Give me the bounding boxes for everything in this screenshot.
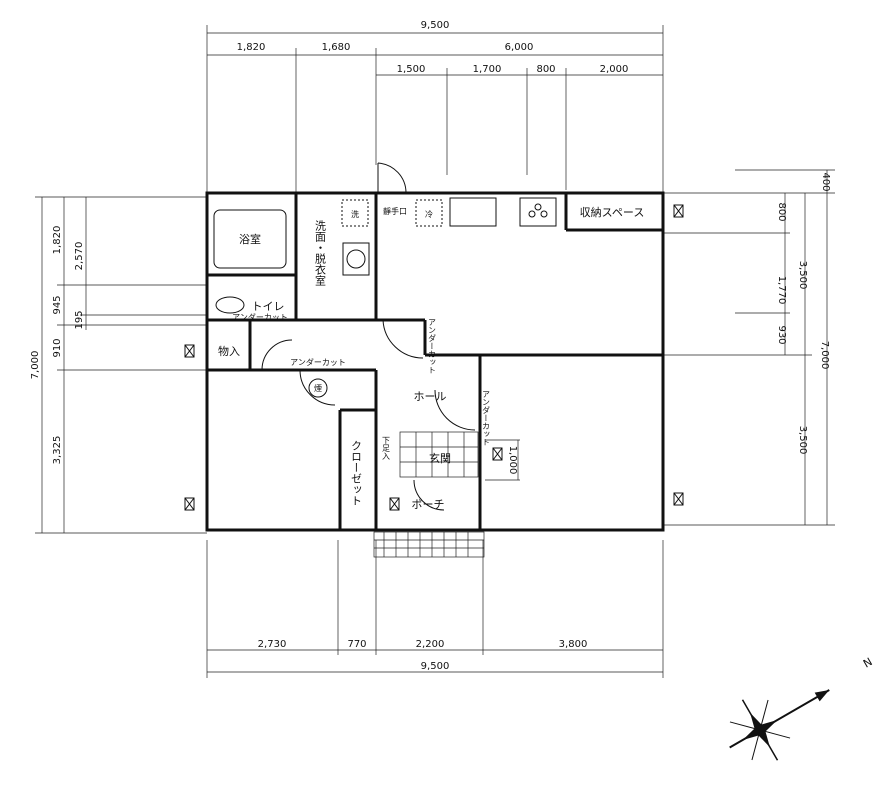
walls	[205, 191, 665, 532]
smoke-detector-icon	[308, 378, 328, 398]
room-porch: ポーチ	[412, 498, 445, 511]
dim-left: 945	[52, 295, 63, 314]
dim-right: 1,770	[776, 276, 787, 305]
dim-top: 1,500	[397, 64, 426, 75]
dim-top-total: 9,500	[421, 20, 450, 31]
undercut-label: アンダーカット	[232, 312, 288, 322]
dim-left: 910	[52, 338, 63, 357]
room-bath: 浴室	[239, 232, 261, 246]
undercut-label: アンダーカット	[290, 357, 346, 367]
dim-right-total: 7,000	[819, 341, 830, 370]
smoke-label: 煙	[314, 384, 322, 393]
dim-top: 1,680	[322, 42, 351, 53]
bathtub-icon	[213, 209, 287, 269]
room-genkan: 玄関	[429, 451, 451, 465]
dim-top: 2,000	[600, 64, 629, 75]
dim-genkan: 1,000	[507, 446, 518, 475]
dim-bottom: 2,730	[258, 639, 287, 650]
washbasin-icon	[342, 242, 370, 276]
dim-bottom-total: 9,500	[421, 661, 450, 672]
dim-top: 6,000	[505, 42, 534, 53]
undercut-label: アンダーカット	[428, 318, 437, 374]
toilet-icon	[215, 296, 245, 314]
doors	[261, 162, 476, 511]
room-hall: ホール	[414, 390, 447, 403]
dim-right: 400	[820, 172, 831, 191]
dim-left: 1,820	[52, 226, 63, 255]
fridge-label: 冷	[425, 209, 433, 219]
dim-left: 3,325	[52, 436, 63, 465]
top-dimensions	[206, 25, 664, 193]
dim-left: 195	[74, 310, 85, 329]
undercut-label: アンダーカット	[482, 390, 491, 446]
dim-top: 800	[536, 64, 555, 75]
dim-right: 930	[776, 325, 787, 344]
bottom-dimensions	[206, 540, 664, 678]
dim-bottom: 770	[347, 639, 366, 650]
stove-icon	[519, 197, 557, 227]
compass-icon	[729, 689, 830, 761]
fridge-space	[415, 199, 443, 227]
window-markers	[184, 204, 684, 511]
dim-top: 1,820	[237, 42, 266, 53]
room-washroom: 洗面・脱衣室	[314, 220, 327, 286]
dim-bottom: 2,200	[416, 639, 445, 650]
dim-right: 800	[776, 202, 787, 221]
porch-steps	[373, 531, 485, 558]
north-label: N	[861, 655, 875, 670]
washer-space	[341, 199, 369, 227]
room-toilet: トイレ	[252, 300, 285, 313]
dim-left: 2,570	[74, 242, 85, 271]
left-dimensions	[35, 196, 207, 534]
dim-top: 1,700	[473, 64, 502, 75]
hand-wash-label: 靜手口	[383, 206, 407, 216]
dim-right: 3,500	[797, 261, 808, 290]
sink-icon	[449, 197, 497, 227]
right-dimensions	[663, 169, 835, 526]
washer-label: 洗	[351, 209, 359, 219]
room-shoe-box: 下足入	[382, 436, 391, 460]
dim-right: 3,500	[797, 426, 808, 455]
room-storage-space: 収納スペース	[580, 206, 645, 219]
dim-bottom: 3,800	[559, 639, 588, 650]
dim-left-total: 7,000	[30, 351, 41, 380]
room-storage: 物入	[218, 344, 240, 358]
room-closet: クローゼット	[350, 440, 363, 506]
genkan-tiles	[399, 431, 479, 478]
